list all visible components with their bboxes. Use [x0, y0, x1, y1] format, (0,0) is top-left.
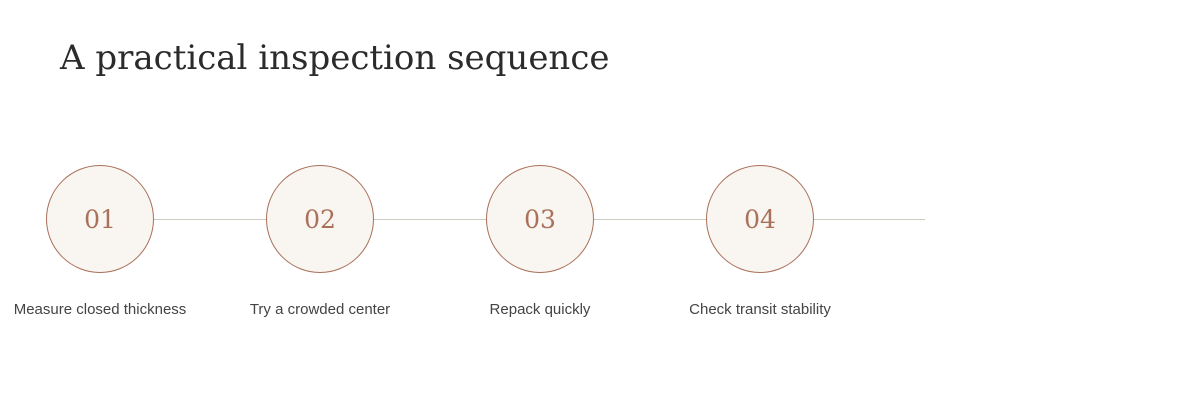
step-3-number-circle: 03 [486, 165, 594, 273]
step-2-number-circle: 02 [266, 165, 374, 273]
step-4-label: Check transit stability [689, 301, 831, 318]
step-1-number-circle: 01 [46, 165, 154, 273]
step-1-label: Measure closed thickness [13, 301, 187, 318]
step-3-label: Repack quickly [489, 301, 591, 318]
step-4-number-circle: 04 [706, 165, 814, 273]
step-2-label: Try a crowded center [249, 301, 391, 318]
page-title: A practical inspection sequence [60, 38, 610, 78]
